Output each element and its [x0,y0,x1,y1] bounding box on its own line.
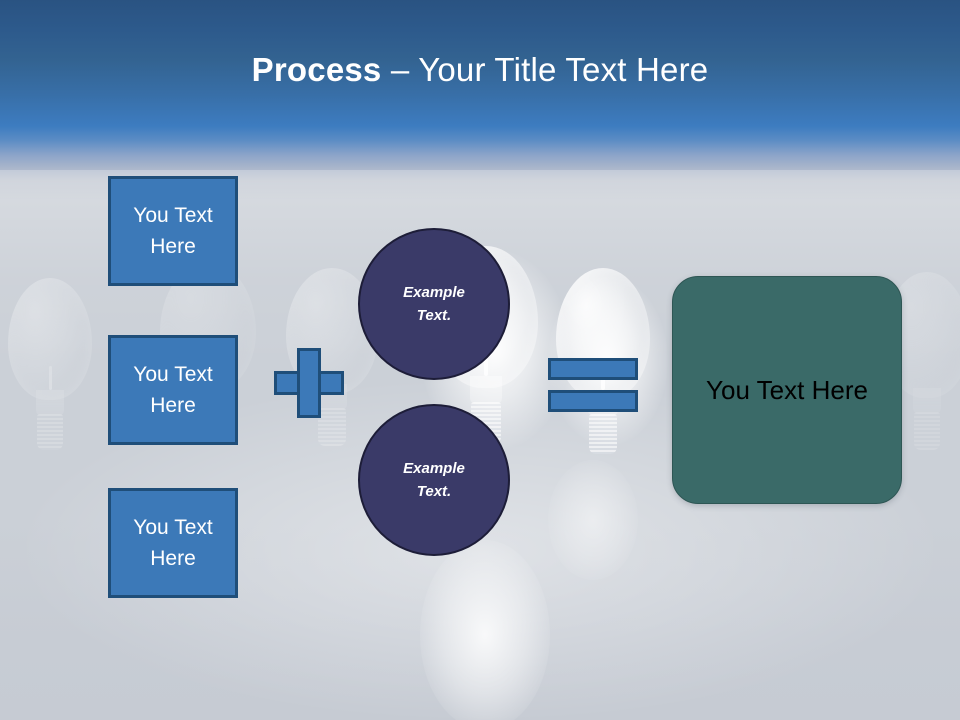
plus-center-patch [300,374,318,392]
lightbulb-icon [8,278,92,458]
equals-bottom-bar [548,390,638,412]
input-box-1[interactable]: You Text Here [108,176,238,286]
result-box[interactable]: You Text Here [672,276,902,504]
example-circle-2-label: Example Text. [403,457,465,503]
example-circle-2[interactable]: Example Text. [358,404,510,556]
equals-icon [548,358,638,412]
example-circle-1[interactable]: Example Text. [358,228,510,380]
result-box-label: You Text Here [706,374,868,405]
example-circle-2-line2: Text. [416,483,452,500]
example-circle-1-line2: Text. [416,307,452,324]
page-title: Process – Your Title Text Here [0,50,960,90]
page-title-separator: – [381,51,419,88]
input-box-3[interactable]: You Text Here [108,488,238,598]
input-box-3-label: You Text Here [133,516,213,570]
example-circle-1-label: Example Text. [403,281,465,327]
input-box-2-label: You Text Here [133,363,213,417]
equals-top-bar [548,358,638,380]
page-title-rest: Your Title Text Here [418,51,709,88]
page-title-bold: Process [251,51,382,88]
input-box-2[interactable]: You Text Here [108,335,238,445]
example-circle-1-line1: Example [403,284,465,301]
example-circle-2-line1: Example [403,460,465,477]
input-box-1-label: You Text Here [133,204,213,258]
plus-icon [274,348,344,418]
